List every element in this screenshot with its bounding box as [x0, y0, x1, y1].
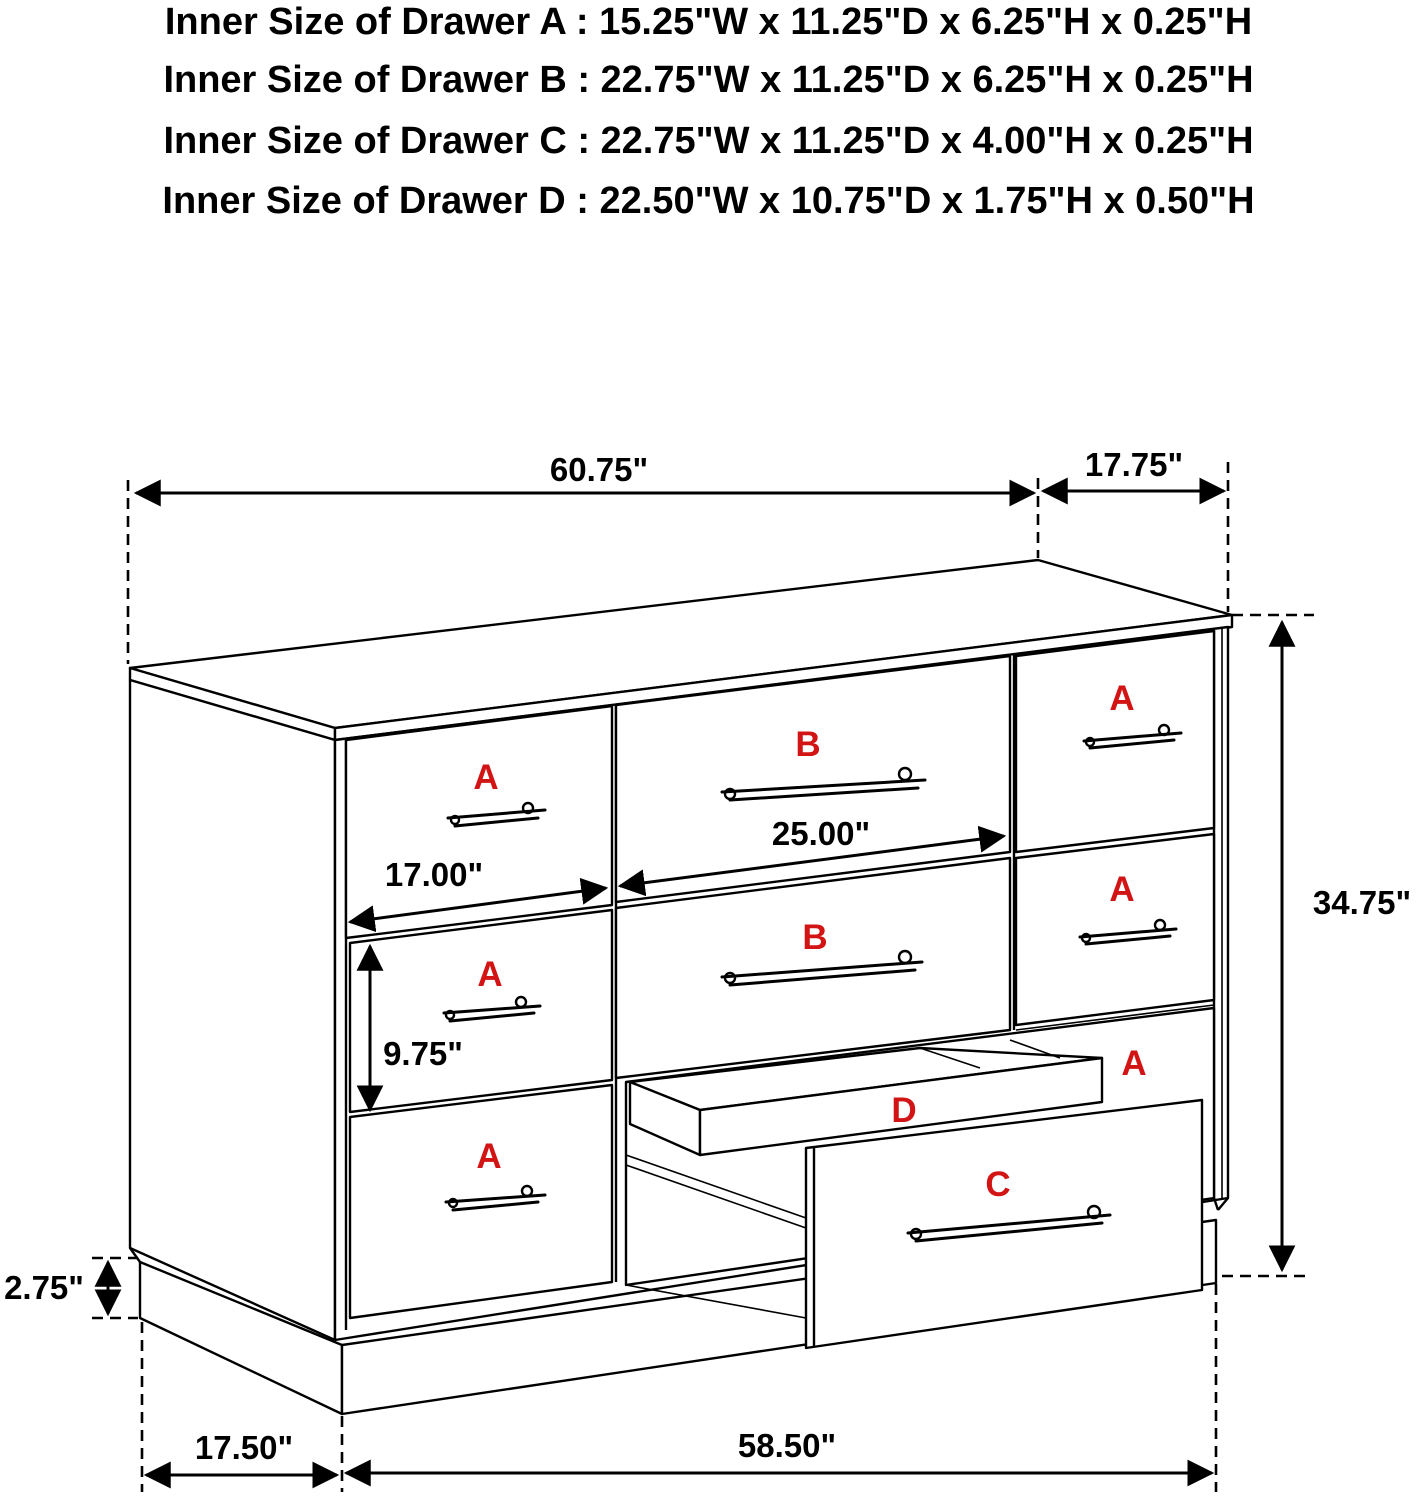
spec-drawer-c: Inner Size of Drawer C : 22.75"W x 11.25…: [163, 120, 1254, 162]
dimension-labels: 60.75" 17.75" 34.75" 2.75" 17.50" 58.50"…: [4, 446, 1411, 1466]
drawer-a-left-bottom: [348, 1083, 614, 1320]
label-a-right-bottom: A: [1121, 1044, 1146, 1083]
dim-base-height: 2.75": [4, 1269, 84, 1306]
dim-overall-depth: 17.75": [1085, 446, 1183, 483]
dim-base-depth: 17.50": [195, 1429, 293, 1466]
handle-b-top: [720, 766, 927, 802]
handle-a-right-middle: [1078, 918, 1178, 946]
drawer-a-left-top: [344, 704, 614, 940]
right-column-drawers: [1014, 629, 1216, 1031]
drawer-a-right-middle: [1014, 832, 1216, 1027]
dim-overall-width: 60.75": [550, 451, 648, 488]
dim-drawer-a-width: 17.00": [385, 856, 483, 893]
spec-drawer-d: Inner Size of Drawer D : 22.50"W x 10.75…: [162, 180, 1255, 222]
arrow-drawer-a-width: [347, 877, 609, 933]
handle-a-left-bottom: [444, 1184, 547, 1212]
dim-overall-height: 34.75": [1313, 884, 1411, 921]
drawer-d-front: [698, 1056, 1104, 1157]
label-a-left-middle: A: [477, 955, 502, 994]
label-d: D: [891, 1091, 916, 1130]
label-a-right-top: A: [1109, 679, 1134, 718]
dim-base-width: 58.50": [738, 1427, 836, 1464]
dim-drawer-b-width: 25.00": [772, 815, 870, 852]
handle-b-middle: [720, 949, 924, 987]
dim-drawer-a-height: 9.75": [383, 1035, 463, 1072]
handle-a-left-middle: [442, 995, 542, 1023]
label-a-left-top: A: [473, 758, 498, 797]
label-b-middle: B: [802, 918, 827, 957]
handle-a-left-top: [446, 801, 547, 828]
drawer-labels: A A A B B A A A D C: [473, 679, 1146, 1204]
drawer-a-right-top: [1014, 629, 1216, 854]
label-b-top: B: [795, 725, 820, 764]
center-column-drawers: [614, 654, 1016, 1080]
label-c: C: [985, 1165, 1010, 1204]
left-side-panel: [128, 678, 337, 1342]
dimension-arrows: [94, 477, 1296, 1489]
handle-a-right-top: [1082, 723, 1183, 750]
label-a-left-bottom: A: [476, 1137, 501, 1176]
handle-c: [906, 1204, 1112, 1243]
arrow-drawer-b-width: [617, 825, 1007, 897]
label-a-right-middle: A: [1109, 870, 1134, 909]
extension-lines: [92, 462, 1314, 1492]
top-front-edge: [333, 613, 1234, 742]
spec-drawer-b: Inner Size of Drawer B : 22.75"W x 11.25…: [163, 59, 1254, 101]
spec-drawer-a: Inner Size of Drawer A : 15.25"W x 11.25…: [164, 1, 1253, 43]
drawer-handles: [442, 723, 1183, 1243]
